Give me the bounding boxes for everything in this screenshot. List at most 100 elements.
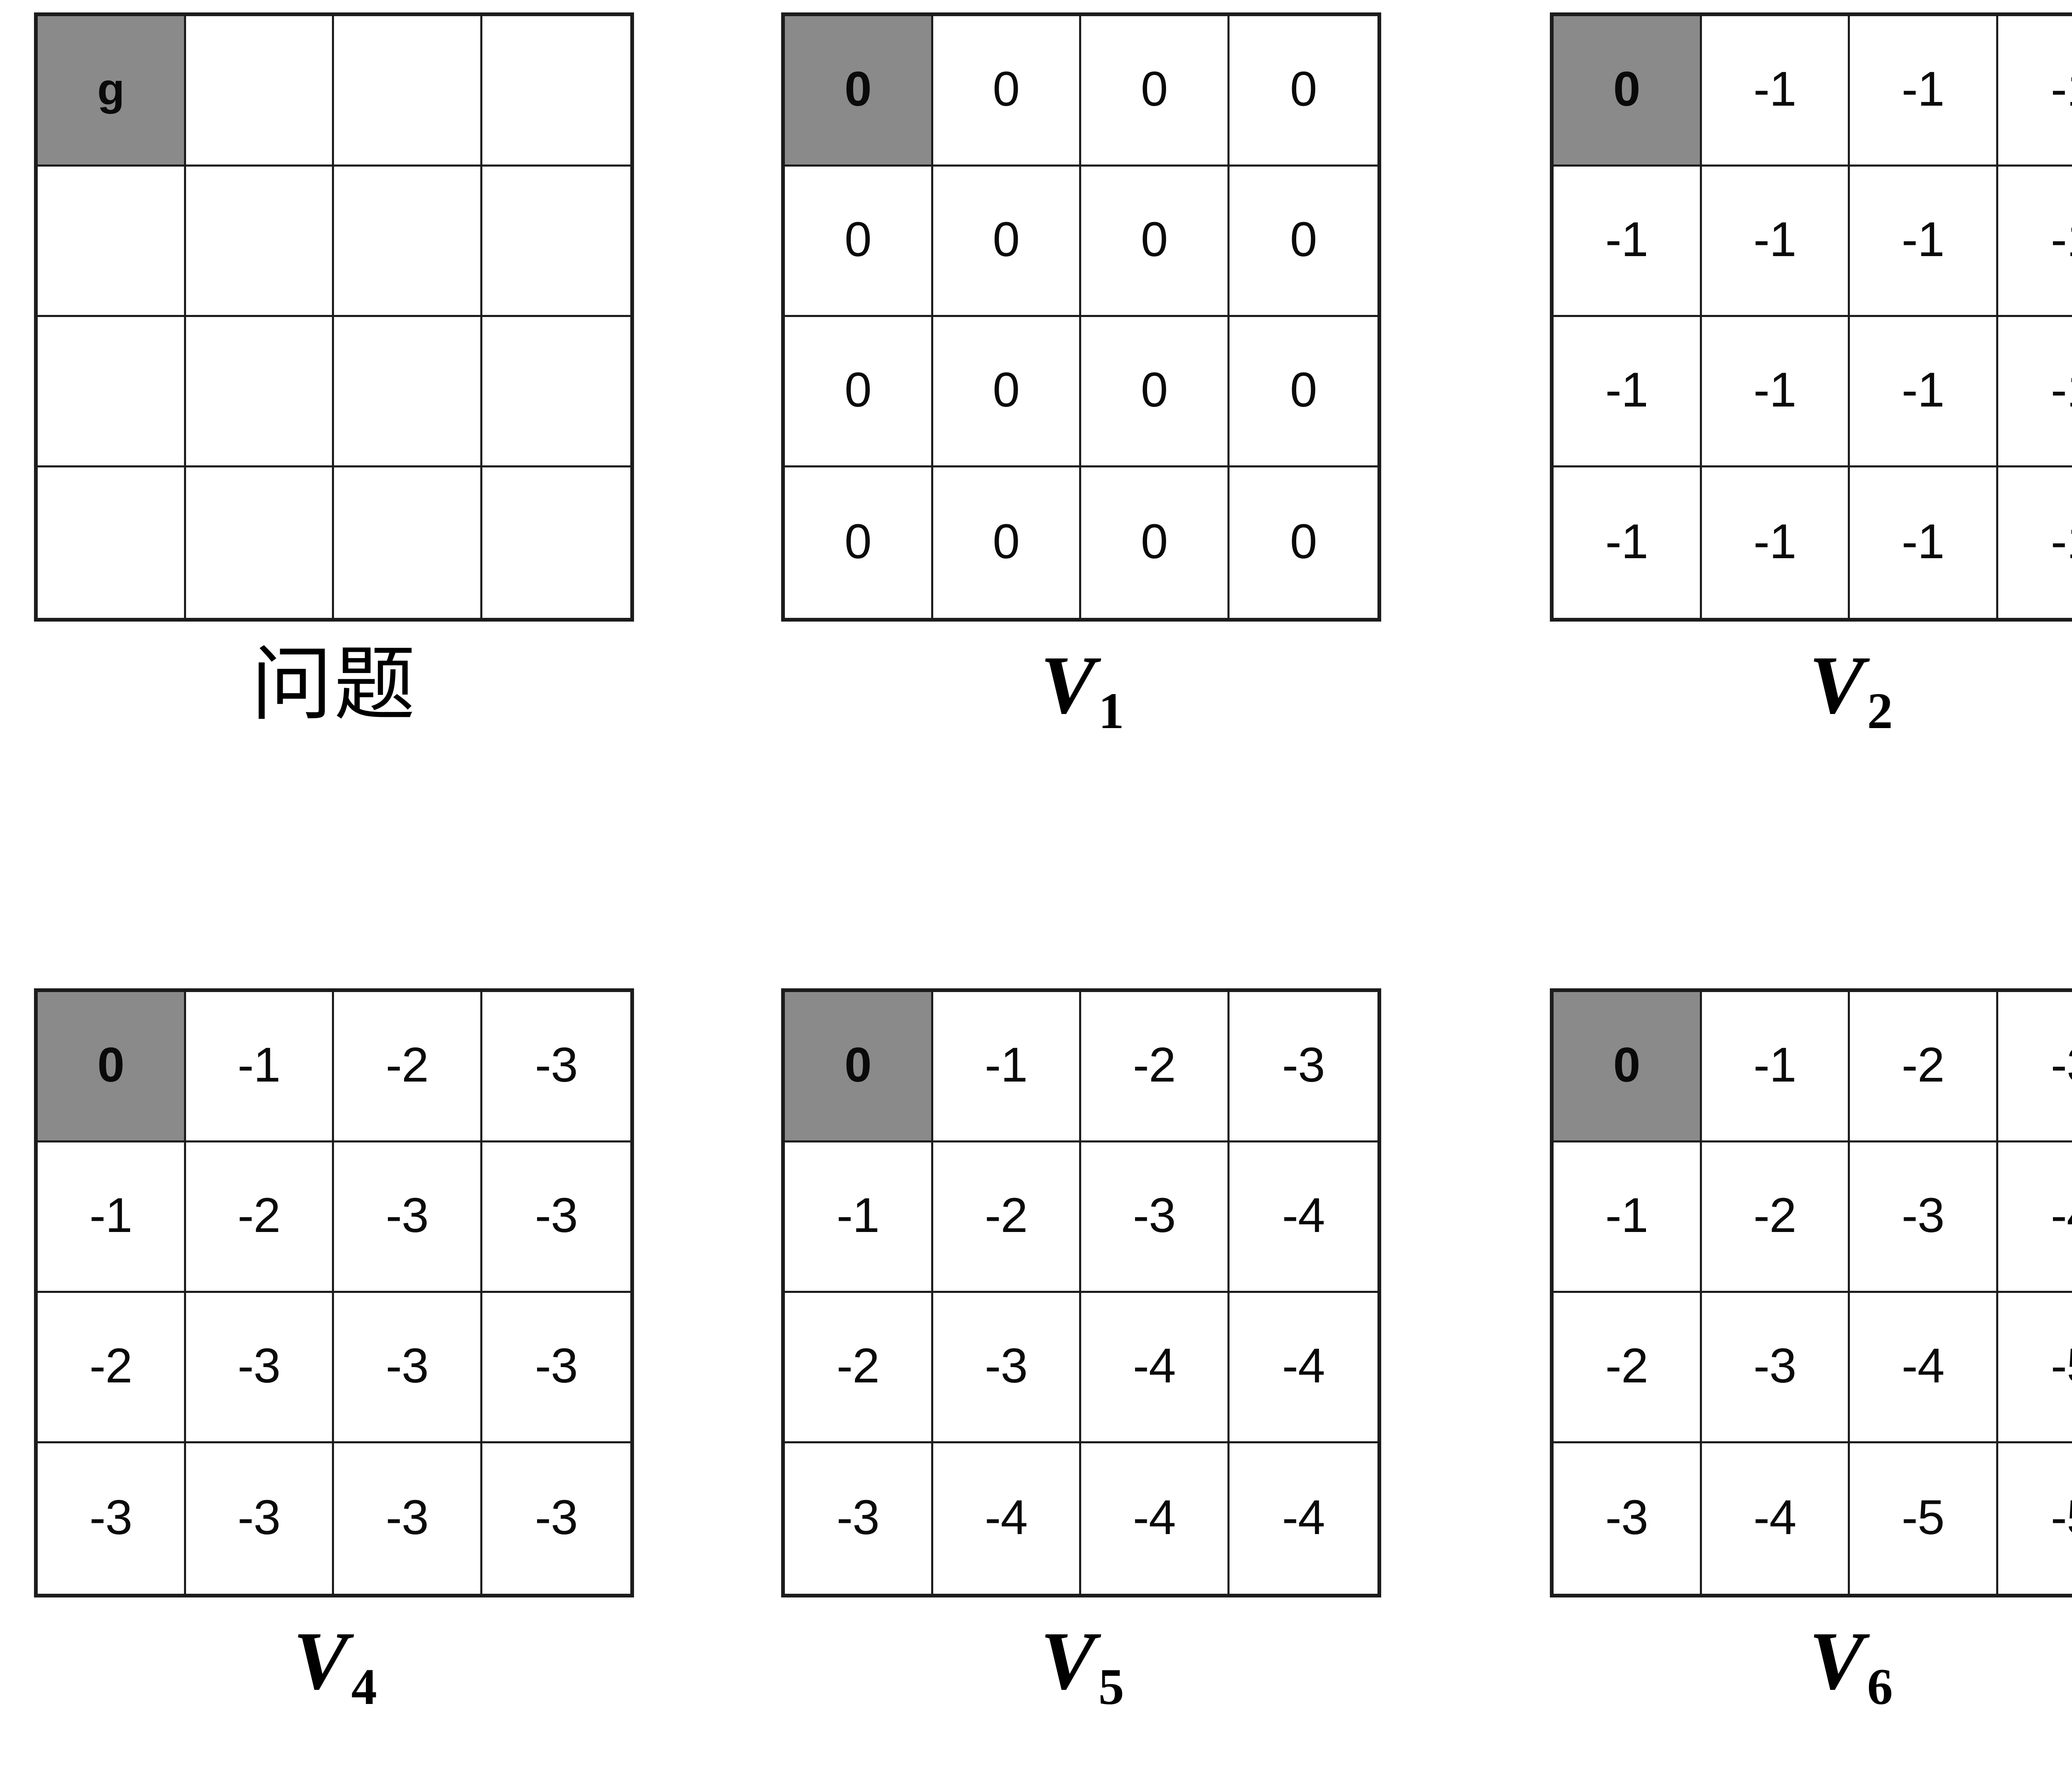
caption-label-v2: V2 [1809, 644, 1893, 737]
grid-cell-problem-r1-c0 [38, 167, 186, 317]
grid-cell-problem-r0-c3 [482, 16, 630, 167]
grid-cell-v1-r3-c2: 0 [1081, 467, 1230, 618]
grid-cell-v4-r1-c1: -2 [186, 1142, 334, 1293]
grid-cell-v2-r3-c3: -1 [1998, 467, 2072, 618]
caption-symbol-v2: V [1809, 639, 1865, 731]
grid-cell-v5-r3-c2: -4 [1081, 1443, 1230, 1594]
grid-cell-v6-r3-c0: -3 [1554, 1443, 1702, 1594]
grid-cell-v4-r1-c0: -1 [38, 1142, 186, 1293]
grid-cell-v2-r2-c1: -1 [1702, 317, 1850, 467]
grid-cell-v6-r3-c1: -4 [1702, 1443, 1850, 1594]
grid-cell-v5-r2-c1: -3 [933, 1293, 1081, 1443]
grid-cell-v5-r3-c1: -4 [933, 1443, 1081, 1594]
caption-v4: V4 [34, 1620, 634, 1723]
grid-cell-v6-r2-c2: -4 [1850, 1293, 1998, 1443]
grid-cell-v4-r0-c1: -1 [186, 992, 334, 1142]
grid-cell-v1-r2-c0: 0 [785, 317, 933, 467]
grid-cell-v1-r3-c0: 0 [785, 467, 933, 618]
panel-v6: 0-1-2-3-1-2-3-4-2-3-4-5-3-4-5-5V6 [1550, 988, 2072, 1723]
grid-cell-v2-r3-c2: -1 [1850, 467, 1998, 618]
grid-cell-problem-r2-c0 [38, 317, 186, 467]
grid-cell-v4-r1-c3: -3 [482, 1142, 630, 1293]
caption-symbol-v4: V [293, 1615, 349, 1707]
grid-cell-v6-r0-c3: -3 [1998, 992, 2072, 1142]
grid-cell-problem-r0-c2 [334, 16, 482, 167]
goal-cell-problem-r0-c0: g [38, 16, 186, 167]
grid-cell-v5-r1-c0: -1 [785, 1142, 933, 1293]
caption-v1: V1 [781, 644, 1381, 748]
goal-cell-v1-r0-c0: 0 [785, 16, 933, 167]
caption-v5: V5 [781, 1620, 1381, 1723]
grid-cell-v6-r3-c3: -5 [1998, 1443, 2072, 1594]
grid-cell-problem-r3-c3 [482, 467, 630, 618]
caption-subscript-v4: 4 [351, 1658, 377, 1716]
caption-problem: 问题 [34, 644, 634, 748]
goal-cell-v5-r0-c0: 0 [785, 992, 933, 1142]
grid-cell-v4-r2-c0: -2 [38, 1293, 186, 1443]
grid-cell-v6-r2-c3: -5 [1998, 1293, 2072, 1443]
caption-symbol-v6: V [1809, 1615, 1865, 1707]
grid-cell-v4-r0-c3: -3 [482, 992, 630, 1142]
grid-cell-v4-r2-c3: -3 [482, 1293, 630, 1443]
caption-label-v6: V6 [1809, 1620, 1893, 1713]
grid-cell-v6-r2-c1: -3 [1702, 1293, 1850, 1443]
grid-cell-v4-r3-c1: -3 [186, 1443, 334, 1594]
caption-subscript-v6: 6 [1867, 1658, 1893, 1716]
value-grid-v2: 0-1-1-1-1-1-1-1-1-1-1-1-1-1-1-1 [1550, 12, 2072, 622]
caption-symbol-v1: V [1040, 639, 1097, 731]
grid-cell-v2-r0-c2: -1 [1850, 16, 1998, 167]
caption-label-v5: V5 [1040, 1620, 1124, 1713]
grid-cell-v6-r1-c0: -1 [1554, 1142, 1702, 1293]
caption-label-v4: V4 [293, 1620, 377, 1713]
grid-cell-v1-r0-c1: 0 [933, 16, 1081, 167]
caption-label-problem: 问题 [251, 637, 417, 732]
grid-cell-v4-r3-c2: -3 [334, 1443, 482, 1594]
grid-cell-v6-r1-c2: -3 [1850, 1142, 1998, 1293]
grid-cell-v1-r1-c0: 0 [785, 167, 933, 317]
grid-cell-v5-r2-c2: -4 [1081, 1293, 1230, 1443]
grid-cell-v5-r0-c2: -2 [1081, 992, 1230, 1142]
grid-cell-v5-r1-c2: -3 [1081, 1142, 1230, 1293]
grid-cell-v5-r2-c3: -4 [1229, 1293, 1377, 1443]
caption-subscript-v1: 1 [1098, 682, 1124, 740]
panel-problem: g 问题 [34, 12, 634, 748]
grid-cell-v6-r0-c1: -1 [1702, 992, 1850, 1142]
grid-cell-v2-r1-c1: -1 [1702, 167, 1850, 317]
grid-cell-problem-r3-c0 [38, 467, 186, 618]
value-grid-v5: 0-1-2-3-1-2-3-4-2-3-4-4-3-4-4-4 [781, 988, 1381, 1597]
grid-cell-v6-r3-c2: -5 [1850, 1443, 1998, 1594]
grid-cell-problem-r2-c2 [334, 317, 482, 467]
grid-cell-v6-r1-c3: -4 [1998, 1142, 2072, 1293]
grid-cell-v1-r3-c1: 0 [933, 467, 1081, 618]
grid-cell-v2-r2-c3: -1 [1998, 317, 2072, 467]
grid-cell-v2-r2-c0: -1 [1554, 317, 1702, 467]
grid-cell-v2-r0-c3: -1 [1998, 16, 2072, 167]
grid-cell-v5-r0-c3: -3 [1229, 992, 1377, 1142]
value-grid-problem: g [34, 12, 634, 622]
grid-cell-v2-r3-c0: -1 [1554, 467, 1702, 618]
grid-cell-v2-r2-c2: -1 [1850, 317, 1998, 467]
grid-cell-problem-r1-c2 [334, 167, 482, 317]
grid-cell-v5-r1-c3: -4 [1229, 1142, 1377, 1293]
grid-cell-v1-r1-c1: 0 [933, 167, 1081, 317]
grid-cell-v5-r0-c1: -1 [933, 992, 1081, 1142]
goal-cell-v6-r0-c0: 0 [1554, 992, 1702, 1142]
grid-cell-v2-r0-c1: -1 [1702, 16, 1850, 167]
grid-cell-v1-r2-c1: 0 [933, 317, 1081, 467]
grid-cell-v4-r0-c2: -2 [334, 992, 482, 1142]
grid-cell-v2-r1-c2: -1 [1850, 167, 1998, 317]
caption-v6: V6 [1550, 1620, 2072, 1723]
grid-cell-v6-r2-c0: -2 [1554, 1293, 1702, 1443]
value-grid-v4: 0-1-2-3-1-2-3-3-2-3-3-3-3-3-3-3 [34, 988, 634, 1597]
grid-cell-problem-r2-c3 [482, 317, 630, 467]
grid-cell-v4-r2-c2: -3 [334, 1293, 482, 1443]
caption-subscript-v5: 5 [1098, 1658, 1124, 1716]
caption-v2: V2 [1550, 644, 2072, 748]
grid-cell-v2-r1-c0: -1 [1554, 167, 1702, 317]
grid-cell-v1-r0-c3: 0 [1229, 16, 1377, 167]
